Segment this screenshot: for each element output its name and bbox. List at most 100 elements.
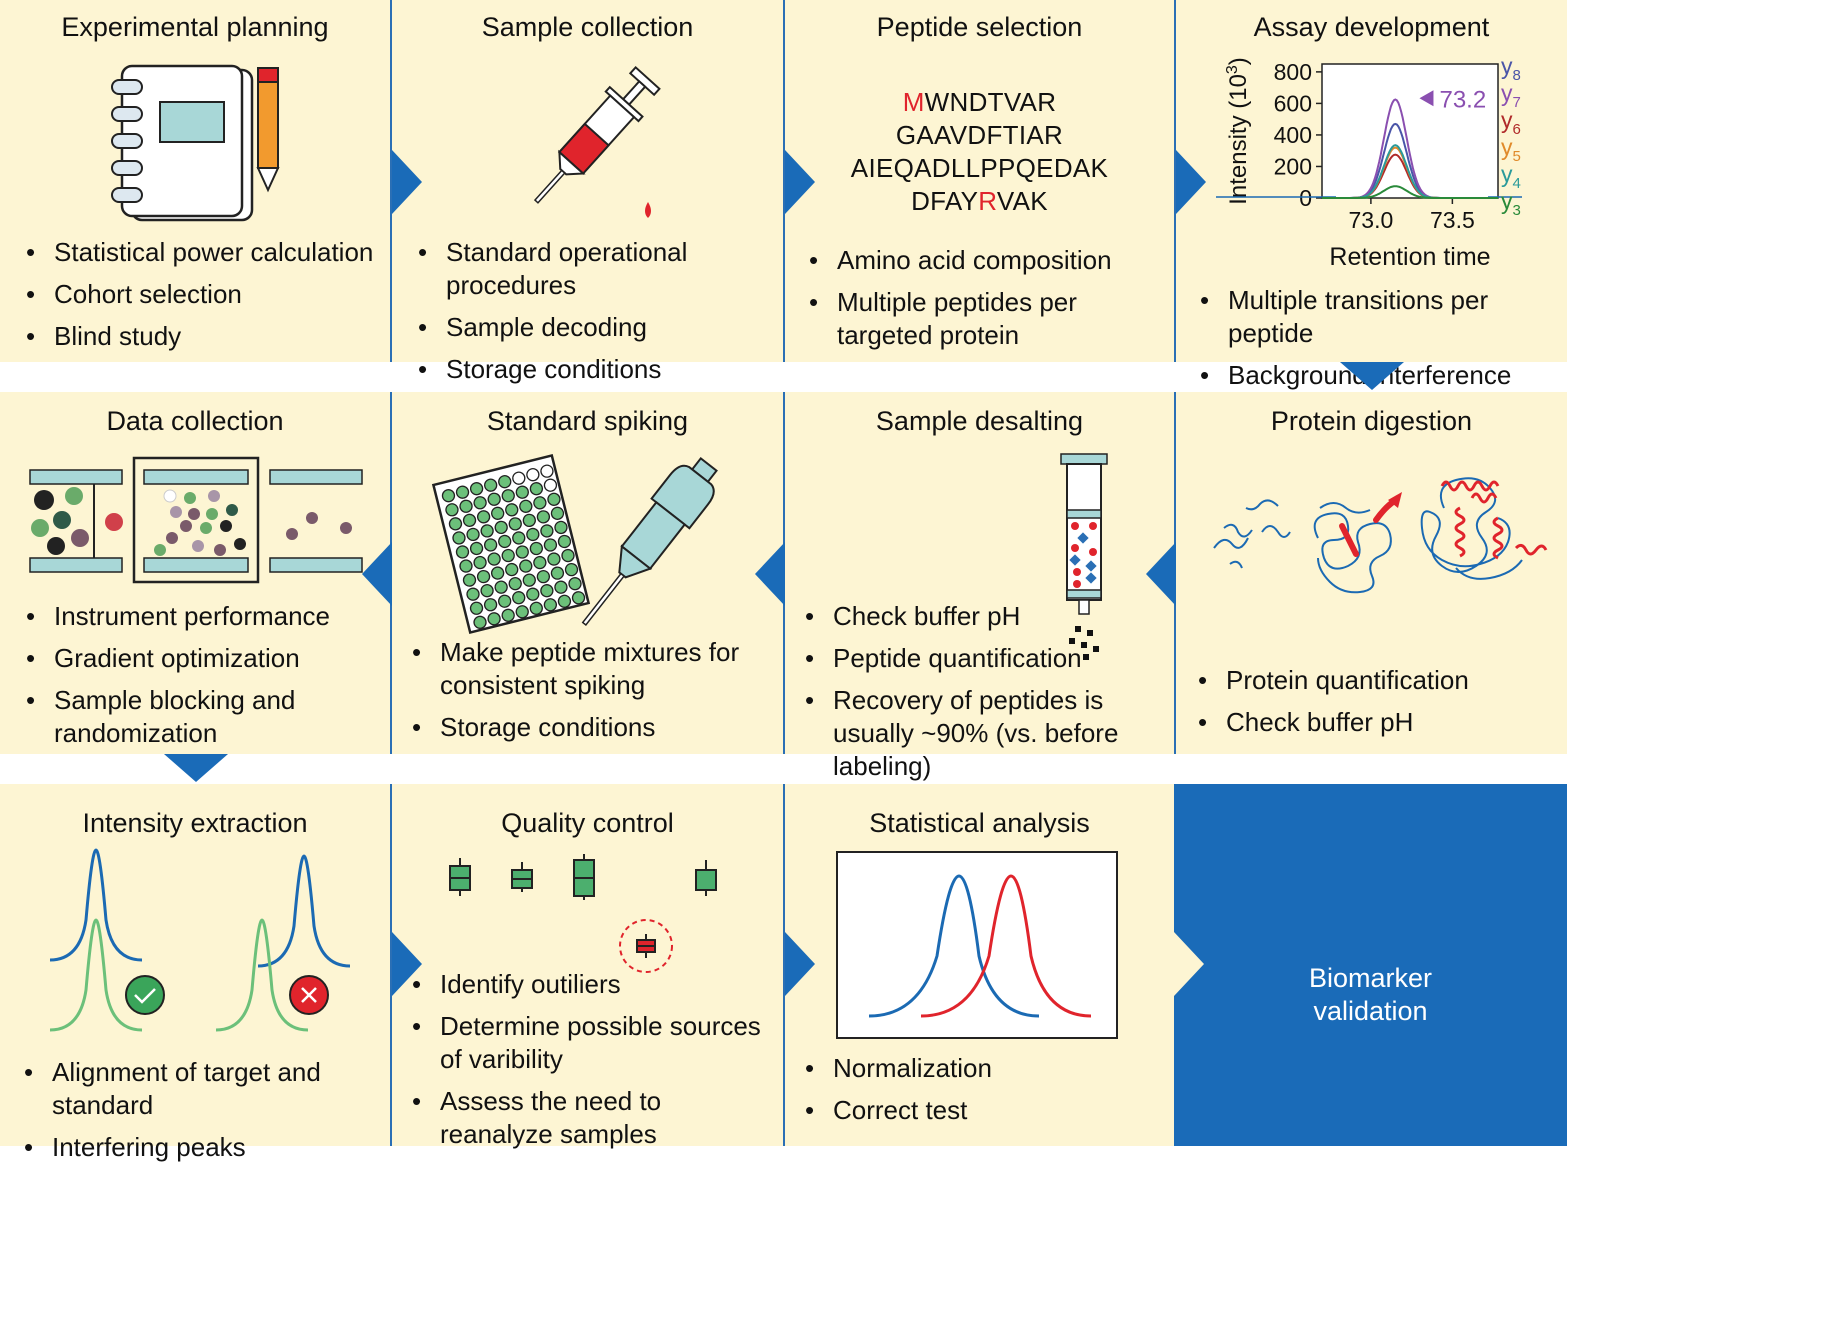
plate-well [483, 538, 498, 552]
panel-divider [390, 0, 392, 362]
plate-well [462, 513, 477, 527]
plate-well [557, 594, 572, 608]
plate-well [505, 503, 519, 517]
plate-well [501, 489, 515, 503]
plate-well [480, 584, 494, 598]
panel-divider [783, 0, 785, 362]
plate-well [498, 594, 512, 608]
sequence-text: DFAY [911, 186, 979, 216]
sequence-text: VAK [996, 186, 1048, 216]
plate-well [557, 534, 572, 549]
highlighted-residue: R [978, 186, 997, 216]
plate-well [476, 510, 491, 524]
plate-well [533, 555, 547, 570]
plate-well [459, 499, 473, 513]
panel-standard-spiking: Standard spiking Make peptide mixtures f… [392, 392, 783, 754]
plate-well [522, 573, 536, 587]
error-x-icon [289, 975, 329, 1015]
x-tick-label: 73.5 [1430, 207, 1475, 233]
plate-well [476, 569, 491, 584]
bullet-item: Sample blocking and randomization [26, 684, 314, 750]
pipette-icon [581, 456, 718, 627]
plate-well [498, 475, 512, 489]
plate-well [445, 503, 459, 517]
plate-well [536, 510, 551, 524]
protein-structures-icon [1213, 477, 1548, 594]
plate-well [452, 531, 466, 545]
syringe-icon [533, 65, 661, 218]
peptide-sequences: MWNDTVAR GAAVDFTIAR AIEQADLLPPQEDAK DFAY… [785, 86, 1174, 218]
x-axis-label: Retention time [1329, 243, 1490, 271]
bullet-item: Gradient optimization [26, 642, 356, 675]
plate-well [533, 496, 547, 510]
y-axis-label: Intensity (103) [1224, 57, 1252, 205]
label-line: Biomarker [1308, 963, 1433, 993]
plate-well [550, 566, 565, 580]
notebook-icon [111, 64, 280, 222]
plate-well [568, 577, 582, 591]
plate-well [543, 538, 558, 552]
plate-well [515, 545, 529, 559]
biomarker-validation-label: Biomarker validation [1174, 962, 1567, 1028]
plate-well [554, 520, 568, 535]
plate-well [473, 496, 487, 510]
plate-well [469, 482, 484, 496]
panel-title: Assay development [1253, 12, 1490, 42]
panel-title: Intensity extraction [82, 808, 308, 838]
plate-well [508, 577, 522, 591]
plate-well [487, 552, 501, 566]
plate-well [536, 569, 551, 584]
bullet-item: Assess the need to reanalyze samples [412, 1085, 767, 1151]
y-tick-label: 600 [1274, 90, 1312, 116]
boxplot-icon [449, 854, 717, 973]
plate-well [448, 517, 463, 531]
bullet-item: Sample decoding [418, 311, 783, 344]
plate-well [501, 548, 515, 563]
panel-quality-control: Quality control Identify outiliers Deter… [392, 784, 783, 1149]
bullet-item: Correct test [805, 1094, 992, 1127]
bullet-item: Alignment of target and standard [24, 1056, 390, 1122]
panel-peptide-selection: Peptide selection MWNDTVAR GAAVDFTIAR AI… [785, 0, 1174, 362]
arrow-down-icon [164, 754, 228, 782]
panel-sample-desalting: Sample desalting Check buffer pH Peptide… [785, 392, 1174, 781]
bullet-item: Normalization [805, 1052, 992, 1085]
plate-well [494, 580, 508, 594]
bullet-item: Check buffer pH [805, 600, 1160, 633]
panel-title: Data collection [106, 406, 284, 436]
plate-well [491, 506, 505, 520]
plate-well [540, 584, 554, 598]
panel-divider [783, 784, 785, 1146]
series-line [1322, 185, 1498, 199]
plate-well [519, 499, 533, 513]
plate-well [441, 489, 456, 503]
panel-statistical-analysis: Statistical analysis Normalization Corre… [785, 784, 1174, 1146]
distributions-icon [836, 851, 1118, 1039]
biomarker-validation-panel: Biomarker validation [1174, 784, 1567, 1146]
panel-title: Statistical analysis [869, 808, 1090, 838]
bullet-item: Make peptide mixtures for consistent spi… [412, 636, 752, 702]
arrow-right-icon [785, 932, 815, 996]
plate-well [540, 464, 554, 478]
peptide-sequence: MWNDTVAR [785, 86, 1174, 119]
plate-well [526, 587, 540, 601]
panel-experimental-planning: Experimental planning Statistical power … [0, 0, 390, 362]
panel-divider [1174, 0, 1176, 362]
plate-well [529, 601, 543, 615]
plate-well [462, 573, 477, 587]
arrow-right-icon [1174, 932, 1204, 996]
plate-well [508, 517, 522, 531]
bullet-item: Storage conditions [418, 353, 783, 386]
y-tick-label: 200 [1274, 153, 1312, 179]
bullet-item: Interfering peaks [24, 1131, 390, 1164]
plate-well [505, 562, 519, 577]
bullet-item: Peptide quantification [805, 642, 1160, 675]
plate-well [455, 545, 470, 559]
plate-well [498, 534, 512, 549]
panel-sample-collection: Sample collection Standard operational p… [392, 0, 783, 386]
arrow-right-icon [785, 150, 815, 214]
arrow-left-icon [362, 542, 392, 606]
label-line: validation [1313, 996, 1428, 1026]
plate-well [469, 601, 484, 615]
bullet-item: Instrument performance [26, 600, 356, 633]
